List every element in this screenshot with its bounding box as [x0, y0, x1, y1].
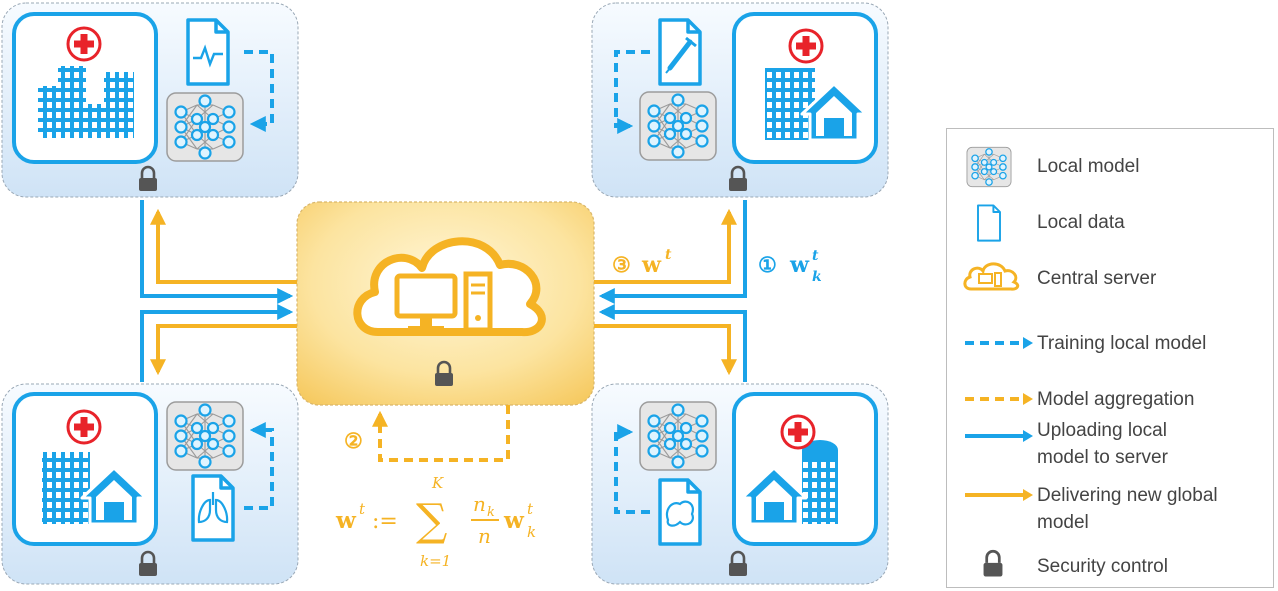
neural-network-icon	[966, 146, 1012, 188]
red-cross-icon	[66, 409, 102, 445]
upload-arrow	[598, 304, 747, 382]
upload-arrow	[598, 200, 747, 304]
legend-item-local-model: Local model	[947, 143, 1273, 189]
svg-text:k: k	[527, 523, 536, 541]
dashed-blue-arrow-icon	[965, 337, 1033, 349]
solid-blue-arrow-icon	[965, 430, 1033, 442]
upload-arrow	[140, 200, 294, 304]
svg-text:w: w	[503, 507, 525, 534]
local-model-icon	[638, 400, 718, 472]
legend-item-delivering: Delivering new global model	[947, 484, 1273, 540]
red-cross-icon	[780, 414, 816, 450]
aggregation-arrow	[372, 405, 510, 462]
legend-item-central-server: Central server	[947, 255, 1273, 301]
cloud-server-icon	[963, 262, 1020, 291]
deliver-arrow	[150, 324, 297, 376]
legend-label: Model aggregation	[1037, 389, 1195, 410]
hospital-bottom-left	[1, 383, 299, 585]
svg-text:①: ①	[758, 252, 777, 277]
local-model-icon	[165, 400, 245, 472]
legend-label-line2: model to server	[1037, 447, 1168, 468]
upload-deliver-arrows	[140, 200, 747, 462]
step-2-label: ②	[344, 428, 363, 453]
legend-label: Local data	[1037, 212, 1125, 233]
legend-item-local-data: Local data	[947, 199, 1273, 245]
svg-text:k=1: k=1	[420, 552, 451, 570]
svg-text:k: k	[487, 505, 495, 520]
deliver-arrow	[594, 324, 737, 376]
legend-item-security: Security control	[947, 543, 1273, 589]
hospital-tower-icon	[740, 440, 838, 526]
hospital-building-icon	[38, 66, 134, 138]
svg-text:t: t	[665, 247, 672, 263]
svg-text:K: K	[431, 474, 444, 492]
svg-text:t: t	[812, 248, 819, 264]
deliver-arrow	[150, 208, 297, 284]
legend-item-aggregation: Model aggregation	[947, 376, 1273, 422]
solid-orange-arrow-icon	[965, 489, 1033, 501]
clinic-building-icon	[765, 68, 868, 142]
legend-item-uploading: Uploading local model to server	[947, 419, 1273, 475]
svg-text:w: w	[641, 252, 662, 278]
upload-arrow	[140, 304, 294, 382]
training-arrow	[614, 424, 650, 514]
local-data-lungs-icon	[191, 474, 235, 542]
hospital-top-left	[1, 2, 299, 198]
training-arrow	[614, 50, 650, 134]
step-1-label: ① w t k	[758, 248, 822, 285]
svg-text:k: k	[812, 269, 822, 285]
legend-label: Uploading local	[1037, 420, 1167, 441]
hospital-bottom-right	[591, 383, 889, 585]
legend-label-line2: model	[1037, 512, 1089, 533]
computer-icon	[394, 271, 493, 333]
legend-label: Delivering new global	[1037, 485, 1218, 506]
central-server-panel	[296, 201, 595, 406]
svg-text:w: w	[335, 507, 357, 534]
local-data-brain-icon	[658, 478, 702, 546]
svg-text:∑: ∑	[416, 495, 447, 546]
aggregation-formula: w t := K ∑ k=1 n k n w t k	[335, 474, 536, 570]
local-model-icon	[638, 90, 718, 162]
step-3-label: ③ w t	[612, 247, 672, 278]
legend: Local model Local data Central server Tr…	[946, 128, 1274, 588]
svg-text:t: t	[359, 500, 366, 518]
deliver-arrow	[594, 208, 737, 284]
svg-text:③: ③	[612, 252, 631, 277]
svg-text:t: t	[527, 500, 534, 518]
hospital-top-right	[591, 2, 889, 198]
local-data-syringe-icon	[658, 18, 702, 86]
red-cross-icon	[788, 28, 824, 64]
legend-item-training: Training local model	[947, 320, 1273, 366]
legend-label: Local model	[1037, 156, 1140, 177]
lock-icon	[982, 549, 1004, 578]
clinic-building-icon	[42, 452, 148, 526]
legend-label: Security control	[1037, 556, 1168, 577]
legend-label: Training local model	[1037, 333, 1207, 354]
svg-text::=: :=	[372, 509, 398, 534]
red-cross-icon	[66, 26, 102, 62]
svg-text:n: n	[473, 492, 486, 516]
local-model-icon	[165, 91, 245, 163]
training-arrow	[244, 422, 274, 510]
svg-text:w: w	[789, 252, 810, 278]
local-data-ecg-icon	[186, 18, 230, 86]
legend-label: Central server	[1037, 268, 1157, 289]
document-icon	[977, 204, 1001, 242]
training-arrow	[244, 50, 274, 132]
dashed-orange-arrow-icon	[965, 393, 1033, 405]
svg-text:n: n	[478, 524, 491, 548]
